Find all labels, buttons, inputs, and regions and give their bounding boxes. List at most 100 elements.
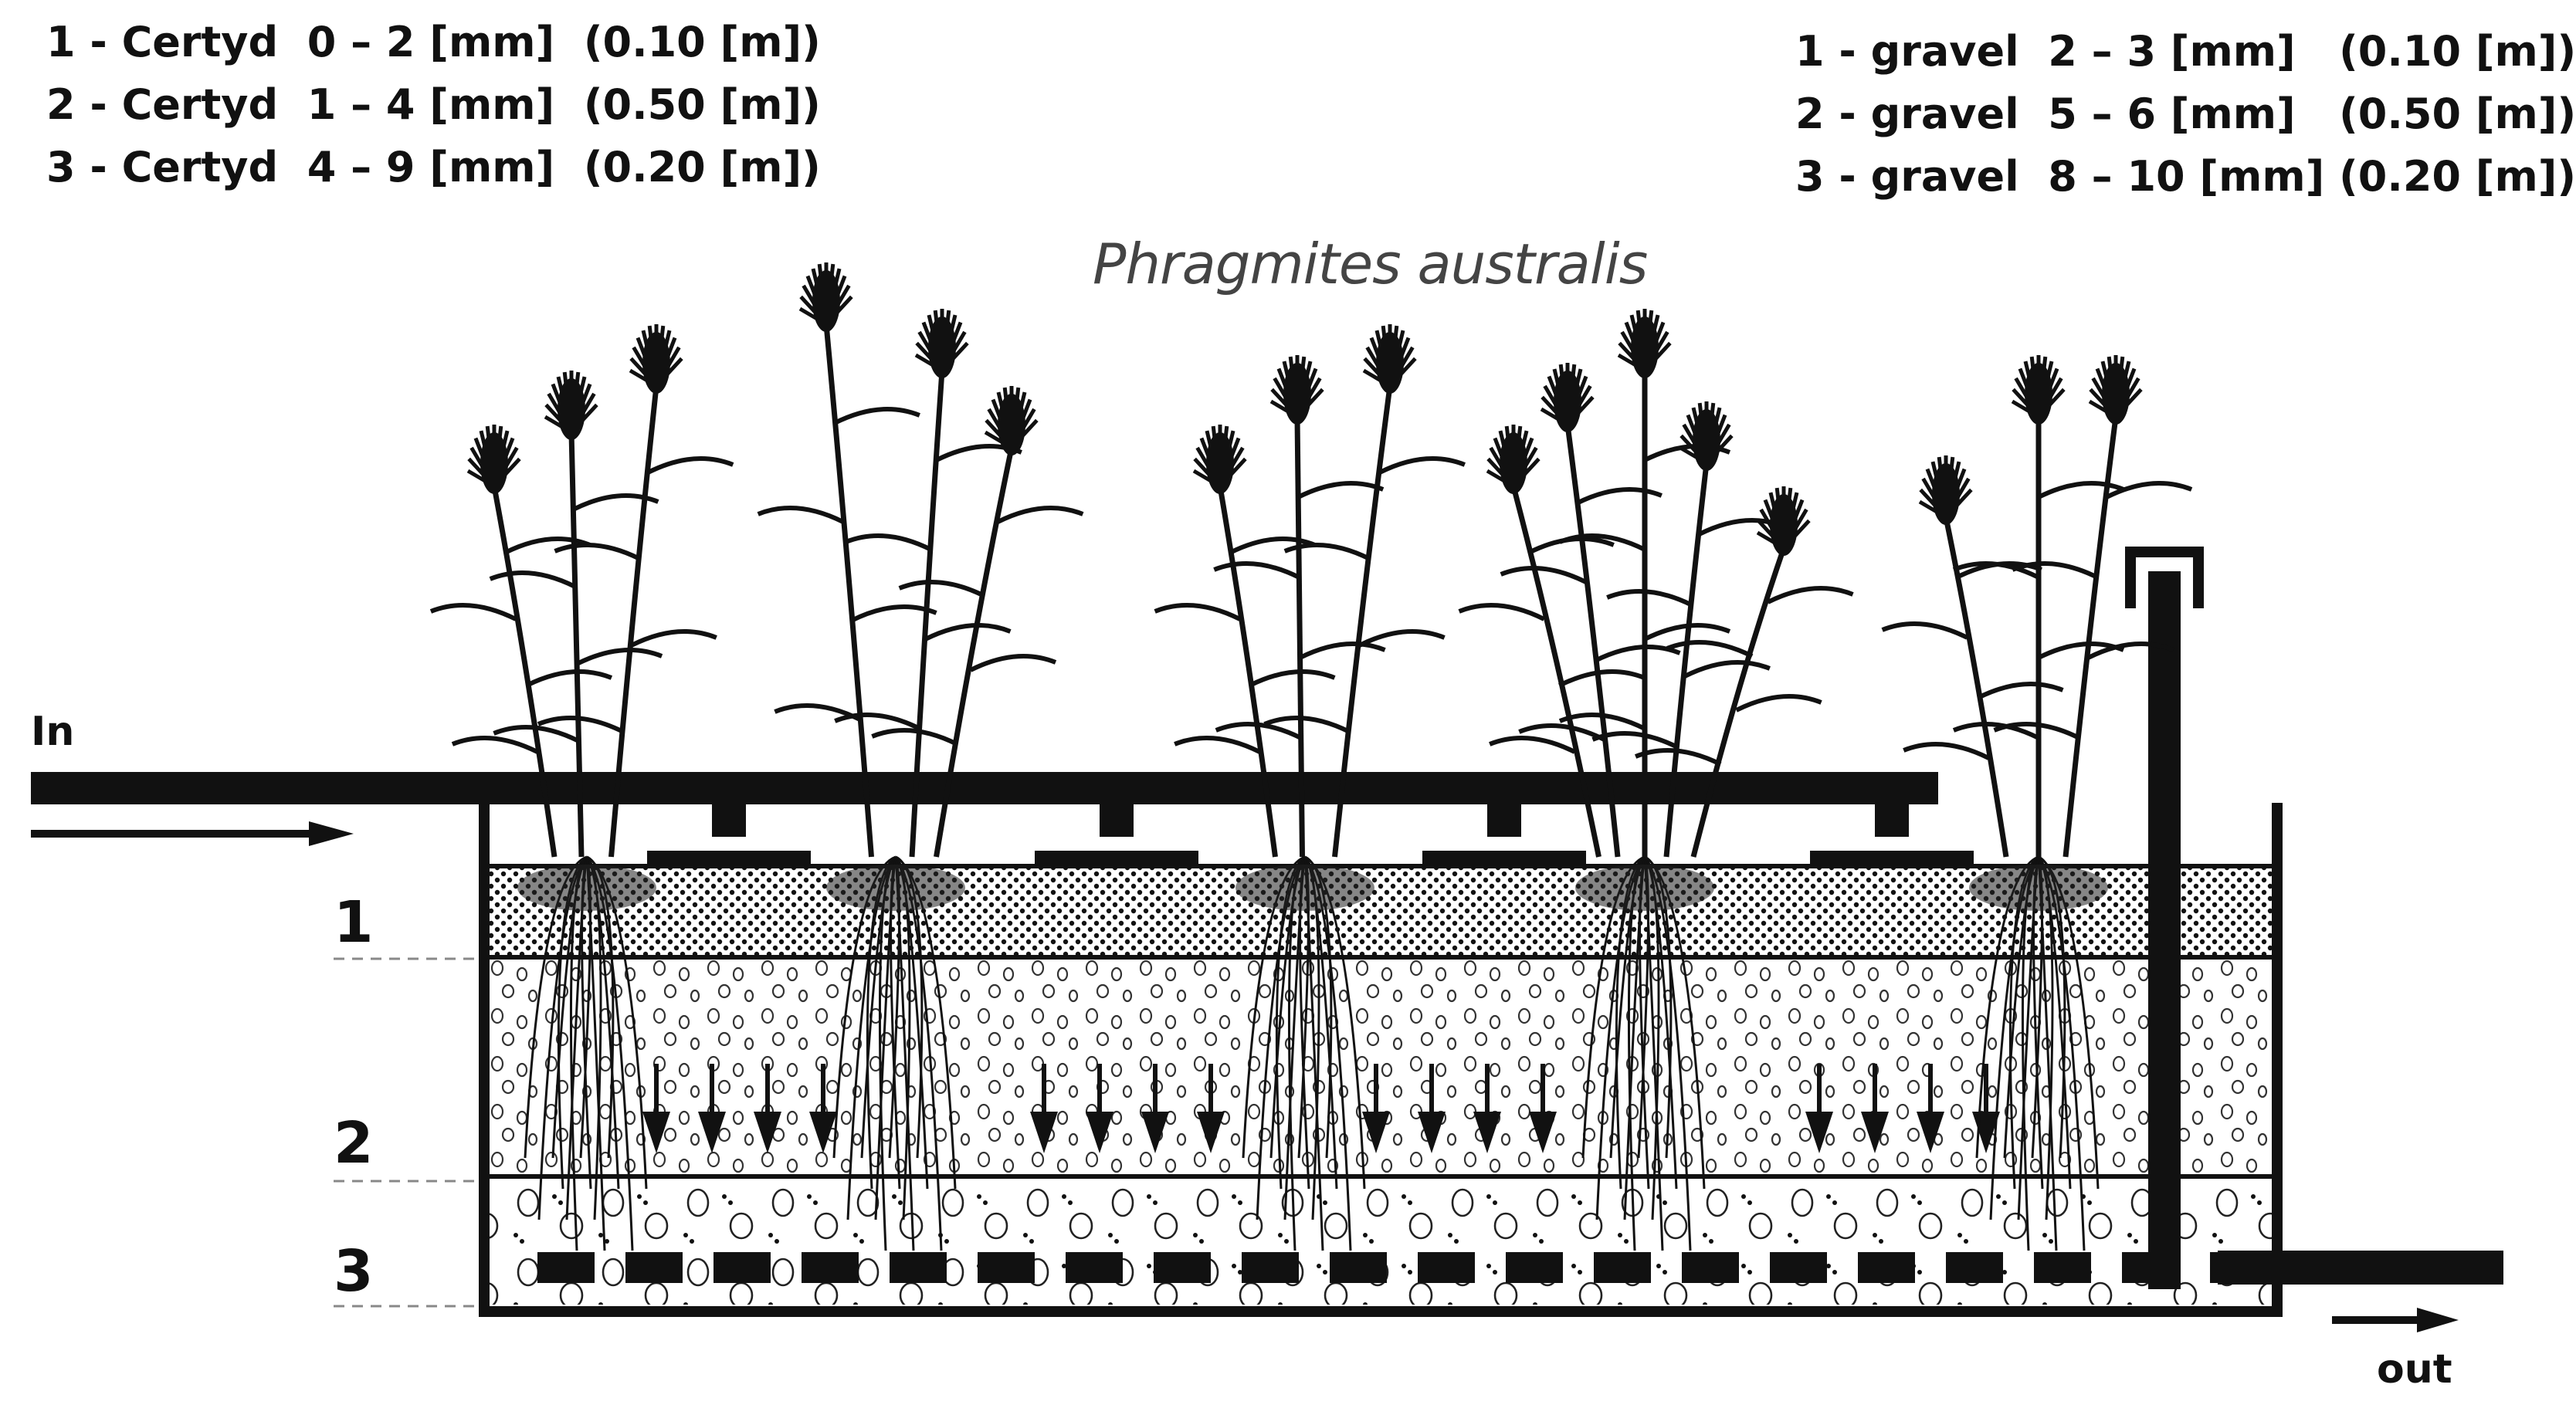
drain-block bbox=[1682, 1252, 1739, 1283]
down-arrow bbox=[1861, 1064, 1889, 1153]
legend-certyd: 1 - Certyd 0 – 2 [mm] (0.10 [m]) 2 - Cer… bbox=[46, 11, 821, 198]
drain-block bbox=[2034, 1252, 2091, 1283]
legend-layer-name: 1 - Certyd bbox=[46, 18, 279, 66]
inlet-drop bbox=[712, 804, 746, 837]
legend-depth: (0.50 [m]) bbox=[2339, 90, 2576, 138]
reed-plants bbox=[429, 262, 2193, 1251]
legend-depth: (0.50 [m]) bbox=[583, 80, 821, 129]
drain-block bbox=[2122, 1252, 2179, 1283]
drain-block bbox=[2210, 1252, 2267, 1283]
inlet-drop bbox=[1487, 804, 1521, 837]
legend-layer-name: 2 - gravel bbox=[1795, 90, 2019, 138]
legend-row: 3 - gravel 8 – 10 [mm] (0.20 [m]) bbox=[1795, 145, 2576, 208]
down-arrow bbox=[1197, 1064, 1225, 1153]
legend-size: 0 – 2 [mm] bbox=[307, 18, 555, 66]
reed-cluster bbox=[1154, 324, 1466, 1251]
drain-block bbox=[1242, 1252, 1299, 1283]
inlet-main-pipe bbox=[31, 772, 1938, 804]
layer-3-fill bbox=[488, 1176, 2272, 1305]
distribution-plate bbox=[1810, 851, 1974, 865]
distribution-plate bbox=[1422, 851, 1586, 865]
legend-row: 2 - gravel 5 – 6 [mm] (0.50 [m]) bbox=[1795, 83, 2576, 145]
legend-size: 2 – 3 [mm] bbox=[2048, 27, 2296, 76]
down-arrow bbox=[809, 1064, 837, 1153]
drain-block bbox=[890, 1252, 947, 1283]
legend-layer-name: 1 - gravel bbox=[1795, 27, 2019, 76]
drain-block bbox=[1066, 1252, 1123, 1283]
vent-cap-top bbox=[2125, 547, 2204, 557]
vent-cap-right bbox=[2193, 547, 2204, 608]
down-arrow bbox=[1141, 1064, 1169, 1153]
legend-layer-name: 3 - gravel bbox=[1795, 152, 2019, 201]
down-arrow bbox=[1362, 1064, 1390, 1153]
inlet-label: In bbox=[31, 709, 75, 755]
drain-block bbox=[1594, 1252, 1651, 1283]
legend-size: 1 – 4 [mm] bbox=[307, 80, 555, 129]
reed-cluster bbox=[429, 324, 734, 1251]
drain-block bbox=[978, 1252, 1035, 1283]
drain-block bbox=[1770, 1252, 1827, 1283]
outflow-arrow bbox=[2332, 1308, 2459, 1332]
down-arrow bbox=[1473, 1064, 1501, 1153]
drain-block bbox=[713, 1252, 771, 1283]
layer-label-3: 3 bbox=[334, 1238, 374, 1305]
down-arrow bbox=[1917, 1064, 1944, 1153]
legend-depth: (0.20 [m]) bbox=[2339, 152, 2576, 201]
drain-block bbox=[802, 1252, 859, 1283]
legend-row: 1 - gravel 2 – 3 [mm] (0.10 [m]) bbox=[1795, 20, 2576, 83]
reed-cluster bbox=[1458, 309, 1854, 1251]
legend-row: 3 - Certyd 4 – 9 [mm] (0.20 [m]) bbox=[46, 136, 821, 198]
drain-block bbox=[1418, 1252, 1475, 1283]
flow-arrows bbox=[642, 1064, 2000, 1153]
plant-species-label: Phragmites australis bbox=[1093, 232, 1648, 296]
outlet-label: out bbox=[2377, 1346, 2452, 1393]
distribution-plate bbox=[647, 851, 811, 865]
layer-label-1: 1 bbox=[334, 889, 374, 956]
drainage-blocks bbox=[537, 1252, 2267, 1283]
down-arrow bbox=[698, 1064, 726, 1153]
tank-walls bbox=[479, 803, 2283, 1317]
legend-depth: (0.10 [m]) bbox=[2339, 27, 2576, 76]
down-arrow bbox=[754, 1064, 781, 1153]
inflow-arrow bbox=[31, 821, 354, 846]
inlet-pipe bbox=[31, 772, 1974, 865]
vent-cap-left bbox=[2125, 547, 2136, 608]
legend-layer-name: 3 - Certyd bbox=[46, 143, 279, 191]
tank-right-wall bbox=[2272, 803, 2283, 1317]
reed-cluster bbox=[757, 262, 1084, 1251]
legend-row: 1 - Certyd 0 – 2 [mm] (0.10 [m]) bbox=[46, 11, 821, 73]
legend-depth: (0.20 [m]) bbox=[583, 143, 821, 191]
down-arrow bbox=[1805, 1064, 1833, 1153]
distribution-plate bbox=[1035, 851, 1198, 865]
inlet-drop bbox=[1875, 804, 1909, 837]
tank-left-wall bbox=[479, 803, 490, 1317]
reed-cluster bbox=[1881, 355, 2193, 1251]
legend-size: 5 – 6 [mm] bbox=[2048, 90, 2296, 138]
tank-floor bbox=[479, 1306, 2283, 1317]
down-arrow bbox=[642, 1064, 670, 1153]
drain-block bbox=[1506, 1252, 1563, 1283]
down-arrow bbox=[1086, 1064, 1113, 1153]
legend-depth: (0.10 [m]) bbox=[583, 18, 821, 66]
legend-row: 2 - Certyd 1 – 4 [mm] (0.50 [m]) bbox=[46, 73, 821, 136]
layer-boundaries bbox=[490, 864, 2272, 1179]
layer-dashes bbox=[334, 957, 479, 1308]
layer-label-2: 2 bbox=[334, 1110, 374, 1176]
drain-block bbox=[1946, 1252, 2003, 1283]
down-arrow bbox=[1030, 1064, 1058, 1153]
down-arrow bbox=[1418, 1064, 1446, 1153]
drain-block bbox=[537, 1252, 595, 1283]
drain-block bbox=[1858, 1252, 1915, 1283]
legend-layer-name: 2 - Certyd bbox=[46, 80, 279, 129]
drain-block bbox=[1154, 1252, 1211, 1283]
drain-block bbox=[1330, 1252, 1387, 1283]
inlet-drop bbox=[1100, 804, 1134, 837]
drain-block bbox=[625, 1252, 683, 1283]
legend-size: 4 – 9 [mm] bbox=[307, 143, 555, 191]
vertical-vent-pipe bbox=[2148, 571, 2181, 1289]
legend-gravel: 1 - gravel 2 – 3 [mm] (0.10 [m]) 2 - gra… bbox=[1795, 20, 2576, 208]
legend-size: 8 – 10 [mm] bbox=[2048, 152, 2325, 201]
outlet-system bbox=[2125, 547, 2503, 1289]
down-arrow bbox=[1529, 1064, 1557, 1153]
